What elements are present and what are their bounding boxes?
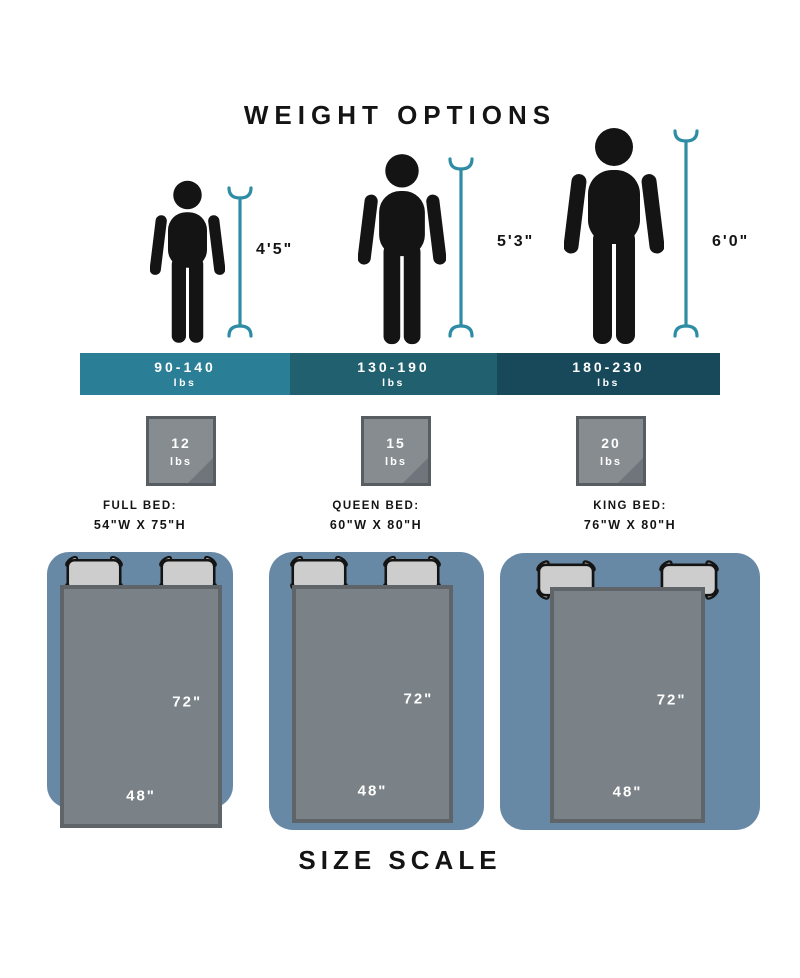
page-title: WEIGHT OPTIONS (243, 100, 557, 130)
blanket-weight-value: 12 (171, 434, 191, 451)
blanket-weight-unit: lbs (170, 455, 192, 468)
blanket-width-label: 48" (357, 782, 388, 800)
weight-range-value: 130-190 (357, 359, 430, 375)
bed-name: QUEEN BED: (332, 500, 420, 512)
bed-heading-queen: QUEEN BED: 60"W X 80"H (266, 500, 486, 532)
bed-dimensions: 76"W X 80"H (583, 518, 677, 532)
weighted-blanket-queen: 72" 48" (292, 585, 453, 823)
height-measure-icon (448, 157, 474, 338)
blanket-length-label: 72" (172, 693, 203, 711)
bed-dimensions: 60"W X 80"H (329, 518, 423, 532)
height-measure-icon (227, 186, 253, 338)
person-tall-icon (564, 128, 664, 344)
weight-range-value: 180-230 (572, 359, 645, 375)
section-title-size-scale: SIZE SCALE (298, 845, 502, 875)
bed-heading-full: FULL BED: 54"W X 75"H (30, 500, 250, 532)
blanket-weight-value: 15 (386, 434, 406, 451)
weighted-blanket-full: 72" 48" (60, 585, 222, 828)
weight-range-segment: 180-230 lbs (497, 353, 720, 395)
bed-heading-king: KING BED: 76"W X 80"H (520, 500, 740, 532)
blanket-weight-swatch: 20 lbs (576, 416, 646, 486)
weight-range-segment: 130-190 lbs (290, 353, 497, 395)
blanket-length-label: 72" (656, 691, 687, 709)
weight-range-unit: lbs (597, 377, 620, 389)
weight-range-bar: 90-140 lbs 130-190 lbs 180-230 lbs (80, 353, 720, 395)
height-measure-icon (673, 129, 699, 338)
height-label: 5'3" (497, 233, 535, 250)
blanket-weight-unit: lbs (385, 455, 407, 468)
weight-range-value: 90-140 (154, 359, 216, 375)
blanket-weight-swatch: 15 lbs (361, 416, 431, 486)
person-small-icon (150, 180, 225, 343)
bed-name: FULL BED: (103, 500, 177, 512)
weighted-blanket-king: 72" 48" (550, 587, 705, 823)
blanket-weight-swatch: 12 lbs (146, 416, 216, 486)
weight-range-segment: 90-140 lbs (80, 353, 290, 395)
blanket-weight-unit: lbs (600, 455, 622, 468)
blanket-length-label: 72" (403, 690, 434, 708)
blanket-width-label: 48" (612, 783, 643, 801)
bed-dimensions: 54"W X 75"H (93, 518, 187, 532)
blanket-weight-value: 20 (601, 434, 621, 451)
height-label: 4'5" (256, 241, 294, 258)
blanket-width-label: 48" (126, 787, 156, 805)
person-medium-icon (358, 154, 446, 345)
weight-range-unit: lbs (382, 377, 405, 389)
height-label: 6'0" (712, 233, 750, 250)
bed-name: KING BED: (593, 500, 667, 512)
weight-range-unit: lbs (173, 377, 197, 389)
